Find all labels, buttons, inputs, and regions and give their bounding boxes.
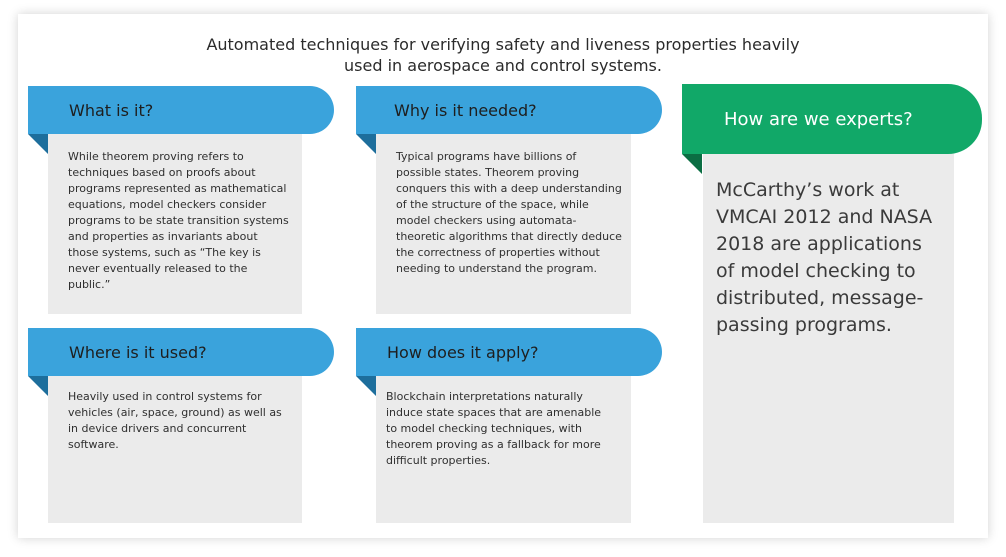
card-how-apply-text: Blockchain interpretations naturally ind… [386,390,602,467]
banner-fold-how-apply [356,376,376,396]
banner-experts: How are we experts? [682,84,982,154]
banner-why-needed: Why is it needed? [356,86,662,134]
banner-what-is-it-label: What is it? [69,100,154,120]
banner-what-is-it: What is it? [28,86,334,134]
banner-why-needed-label: Why is it needed? [394,100,537,120]
card-what-is-it [48,134,302,314]
card-experts [703,152,954,523]
banner-fold-what-is-it [28,134,48,154]
card-where-used [48,376,302,523]
page-title-line-1: Automated techniques for verifying safet… [206,35,800,54]
page-title-line-2: used in aerospace and control systems. [344,56,662,75]
card-experts-text: McCarthy’s work at VMCAI 2012 and NASA 2… [716,179,933,336]
banner-fold-why-needed [356,134,376,154]
banner-where-used: Where is it used? [28,328,334,376]
card-why-needed-text: Typical programs have billions of possib… [396,150,622,275]
page-title: Automated techniques for verifying safet… [0,34,1006,76]
banner-how-apply-label: How does it apply? [387,342,539,362]
banner-experts-label: How are we experts? [724,108,913,130]
card-what-is-it-text: While theorem proving refers to techniqu… [68,150,289,291]
banner-how-apply: How does it apply? [356,328,662,376]
banner-fold-experts [682,154,702,174]
banner-where-used-label: Where is it used? [69,342,207,362]
card-where-used-text: Heavily used in control systems for vehi… [68,390,282,451]
banner-fold-where-used [28,376,48,396]
card-why-needed [376,134,631,314]
card-how-apply [376,376,631,523]
